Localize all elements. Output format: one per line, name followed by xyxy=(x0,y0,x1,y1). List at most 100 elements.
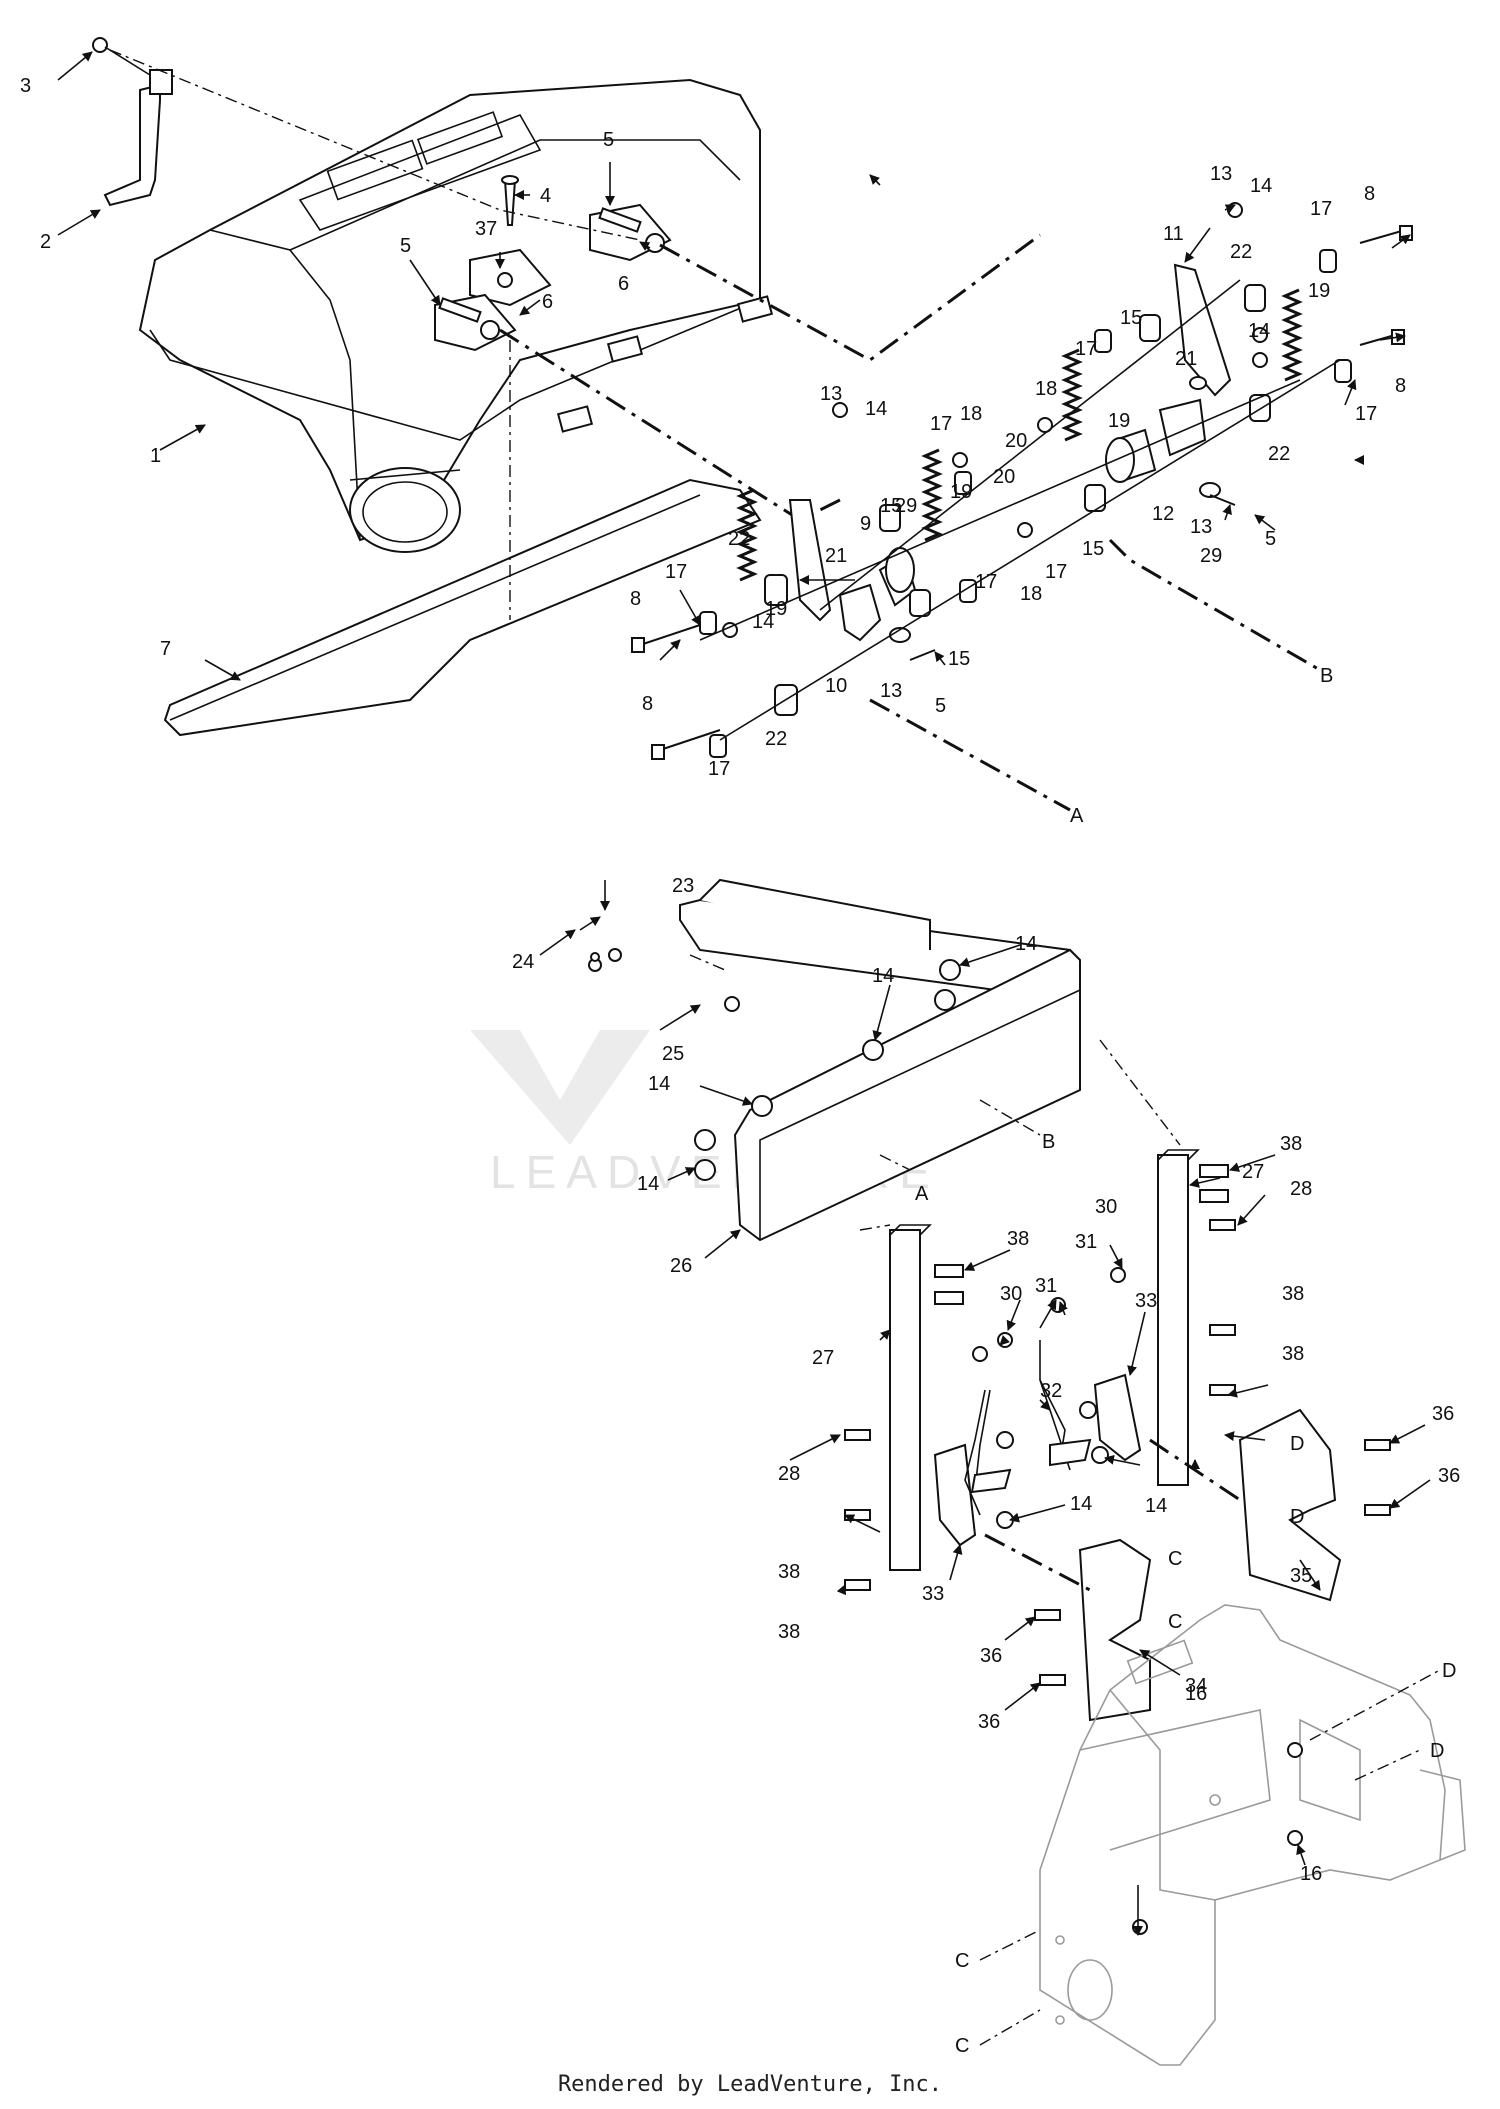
chassis-ghost xyxy=(979,1604,1466,2066)
hooks xyxy=(933,1373,1142,1547)
callout-19: 19 xyxy=(950,481,972,503)
callout-5: 5 xyxy=(1265,528,1276,550)
ref-b: B xyxy=(1320,665,1333,687)
callout-36: 36 xyxy=(980,1645,1002,1667)
callout-8: 8 xyxy=(1364,183,1375,205)
callout-13: 13 xyxy=(1210,163,1232,185)
callout-21: 21 xyxy=(1175,348,1197,370)
callout-14: 14 xyxy=(1248,320,1270,342)
callout-13: 13 xyxy=(820,383,842,405)
callout-5: 5 xyxy=(603,129,614,151)
callout-19: 19 xyxy=(765,598,787,620)
callout-14: 14 xyxy=(1145,1495,1167,1517)
callout-19: 19 xyxy=(1108,410,1130,432)
callout-35: 35 xyxy=(1290,1565,1312,1587)
callout-24: 24 xyxy=(512,951,534,973)
callout-20: 20 xyxy=(1005,430,1027,452)
callout-26: 26 xyxy=(670,1255,692,1277)
callout-33: 33 xyxy=(1135,1290,1157,1312)
callout-2: 2 xyxy=(40,231,51,253)
callout-29: 29 xyxy=(1200,545,1222,567)
callout-38: 38 xyxy=(778,1561,800,1583)
callout-17: 17 xyxy=(975,571,997,593)
callout-22: 22 xyxy=(765,728,787,750)
lever-arm xyxy=(92,37,173,207)
spring-brackets xyxy=(699,202,1352,758)
callout-19: 19 xyxy=(1308,280,1330,302)
callout-8: 8 xyxy=(642,693,653,715)
callout-5: 5 xyxy=(400,235,411,257)
cables xyxy=(964,1340,1092,1516)
callout-20: 20 xyxy=(993,466,1015,488)
callout-11: 11 xyxy=(1163,223,1184,245)
callout-5: 5 xyxy=(935,695,946,717)
callout-12: 12 xyxy=(1152,503,1174,525)
callout-8: 8 xyxy=(1395,375,1406,397)
callout-7: 7 xyxy=(160,638,171,660)
callout-21: 21 xyxy=(825,545,847,567)
callout-14: 14 xyxy=(1250,175,1272,197)
callout-34: 34 xyxy=(1185,1675,1207,1697)
callout-17: 17 xyxy=(1045,561,1067,583)
callout-9: 9 xyxy=(860,513,871,535)
callout-14: 14 xyxy=(1015,933,1037,955)
leader-lines xyxy=(57,51,1431,1936)
callout-14: 14 xyxy=(648,1073,670,1095)
ref-a: A xyxy=(1070,805,1084,827)
callout-38: 38 xyxy=(1282,1343,1304,1365)
callout-22: 22 xyxy=(1230,241,1252,263)
callout-13: 13 xyxy=(1190,516,1212,538)
callout-1: 1 xyxy=(150,445,161,467)
callout-6: 6 xyxy=(618,273,629,295)
callout-15: 15 xyxy=(880,495,902,517)
callout-17: 17 xyxy=(665,561,687,583)
callout-36: 36 xyxy=(1432,1403,1454,1425)
callout-22: 22 xyxy=(1268,443,1290,465)
callout-17: 17 xyxy=(708,758,730,780)
ref-d: D xyxy=(1290,1433,1304,1455)
callout-25: 25 xyxy=(662,1043,684,1065)
callout-38: 38 xyxy=(778,1621,800,1643)
callout-31: 31 xyxy=(1035,1275,1057,1297)
ref-c: C xyxy=(1168,1611,1182,1633)
side-rail xyxy=(163,478,762,737)
callout-18: 18 xyxy=(960,403,982,425)
frame xyxy=(679,878,1200,1571)
callout-33: 33 xyxy=(922,1583,944,1605)
callout-14: 14 xyxy=(865,398,887,420)
footer-credit: Rendered by LeadVenture, Inc. xyxy=(557,2072,943,2097)
callout-29: 29 xyxy=(895,495,917,517)
callout-4: 4 xyxy=(540,185,551,207)
frame-hardware xyxy=(588,948,1391,1686)
callout-14: 14 xyxy=(752,611,774,633)
callout-27: 27 xyxy=(1242,1161,1264,1183)
callout-31: 31 xyxy=(1075,1231,1097,1253)
callout-38: 38 xyxy=(1282,1283,1304,1305)
callout-15: 15 xyxy=(1082,538,1104,560)
callout-36: 36 xyxy=(978,1711,1000,1733)
middle-construction-lines xyxy=(689,954,1241,1592)
ref-b: B xyxy=(1042,1131,1055,1153)
callout-16: 16 xyxy=(1185,1683,1207,1705)
callout-17: 17 xyxy=(1310,198,1332,220)
callout-37: 37 xyxy=(475,218,497,240)
callout-15: 15 xyxy=(1120,307,1142,329)
callout-32: 32 xyxy=(1040,1380,1062,1402)
callout-30: 30 xyxy=(1095,1196,1117,1218)
callout-17: 17 xyxy=(1075,338,1097,360)
callout-15: 15 xyxy=(948,648,970,670)
reference-letters: A A B B C C C C D D D D xyxy=(915,665,1456,2057)
ref-d: D xyxy=(1430,1740,1444,1762)
callout-38: 38 xyxy=(1280,1133,1302,1155)
callout-14: 14 xyxy=(872,965,894,987)
callout-14: 14 xyxy=(1070,1493,1092,1515)
ref-c: C xyxy=(1168,1548,1182,1570)
callout-28: 28 xyxy=(778,1463,800,1485)
ref-a: A xyxy=(915,1183,929,1205)
callout-10: 10 xyxy=(825,675,847,697)
callout-14: 14 xyxy=(637,1173,659,1195)
callout-38: 38 xyxy=(1007,1228,1029,1250)
springs xyxy=(736,288,1303,582)
ref-d: D xyxy=(1290,1506,1304,1528)
callout-23: 23 xyxy=(672,875,694,897)
